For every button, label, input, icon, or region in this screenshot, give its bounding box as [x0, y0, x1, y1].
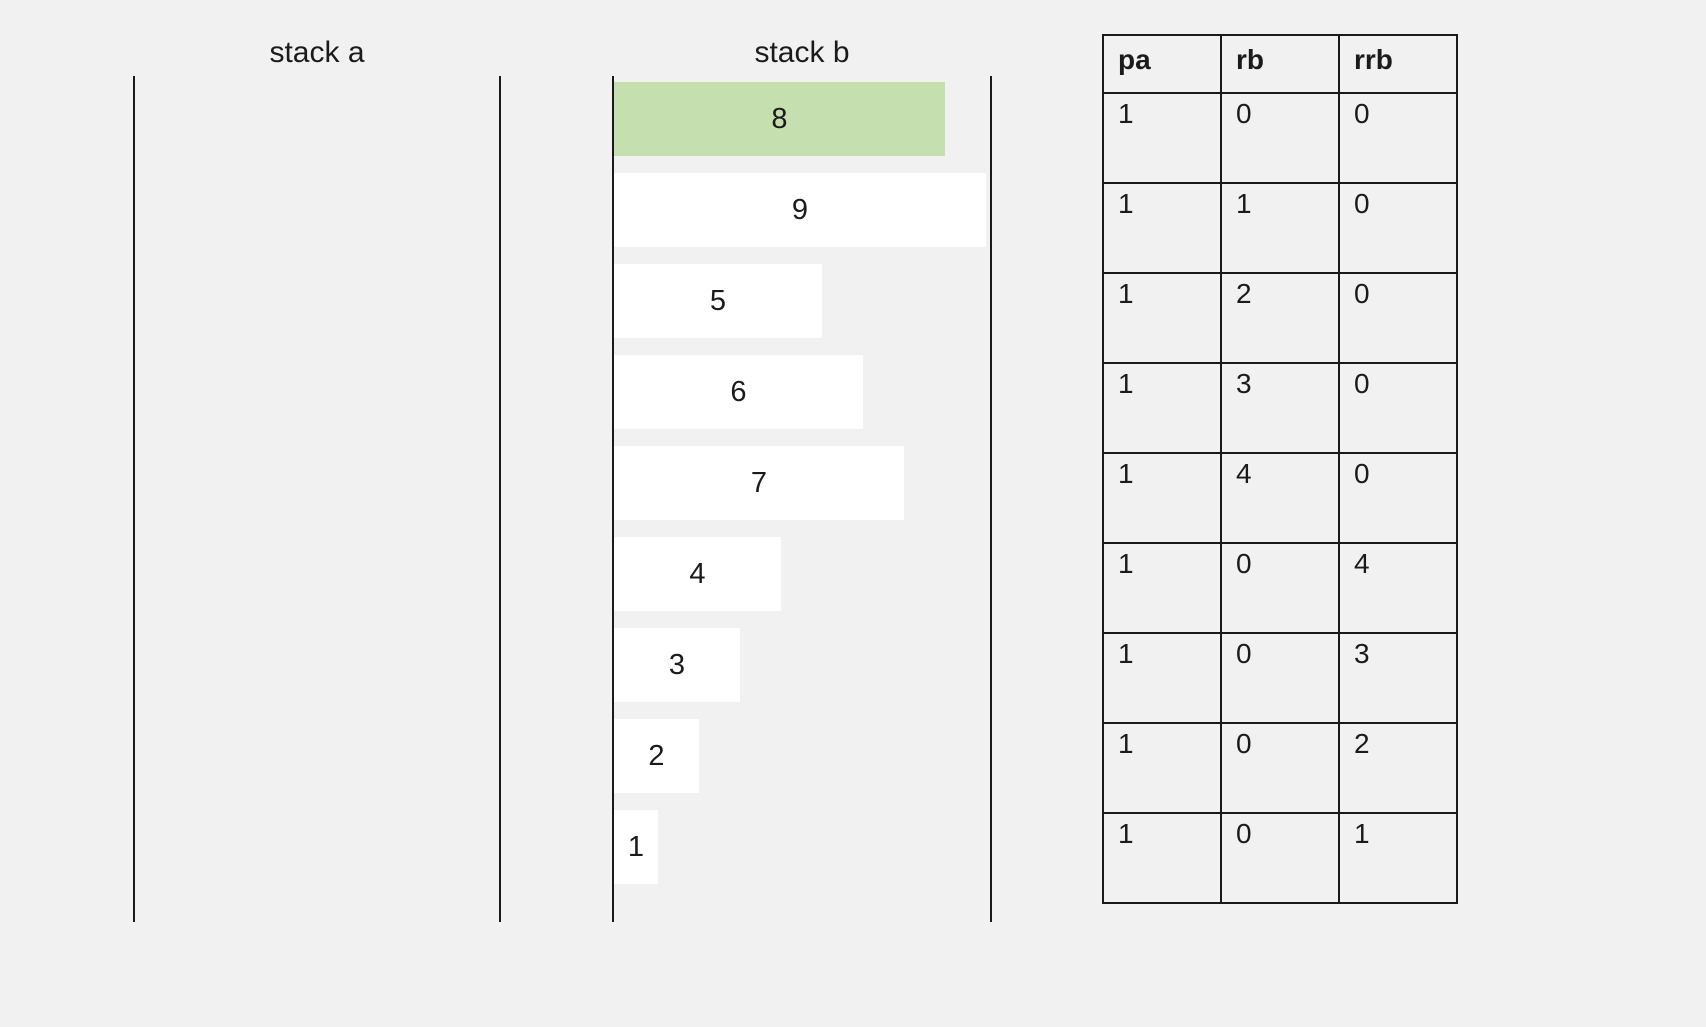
stack-a-title: stack a	[269, 36, 365, 69]
stack-block[interactable]: 7	[614, 446, 904, 520]
stack-block[interactable]: 4	[614, 537, 781, 611]
stack-b-title: stack b	[754, 36, 850, 69]
stack-block-value: 8	[771, 102, 788, 135]
table-cell: 2	[1220, 272, 1340, 364]
stack-block[interactable]: 8	[614, 82, 945, 156]
table-cell: 2	[1338, 722, 1458, 814]
table-cell: 0	[1220, 722, 1340, 814]
table-cell: 1	[1102, 182, 1222, 274]
stack-a-panel: stack a	[133, 38, 501, 922]
table-column-header: rrb	[1338, 34, 1458, 94]
table-cell: 4	[1220, 452, 1340, 544]
table-column-header: pa	[1102, 34, 1222, 94]
table-cell: 1	[1102, 92, 1222, 184]
table-cell: 1	[1102, 542, 1222, 634]
table-cell: 0	[1338, 182, 1458, 274]
table-cell: 1	[1102, 632, 1222, 724]
table-cell: 0	[1338, 362, 1458, 454]
table-cell: 0	[1338, 272, 1458, 364]
stack-block-value: 6	[730, 375, 747, 408]
table-cell: 3	[1220, 362, 1340, 454]
table-cell: 0	[1338, 92, 1458, 184]
stack-block-value: 2	[648, 739, 665, 772]
table-column-header: rb	[1220, 34, 1340, 94]
stack-block-value: 4	[689, 557, 706, 590]
stack-block[interactable]: 2	[614, 719, 699, 793]
stack-block[interactable]: 1	[614, 810, 658, 884]
stack-block-value: 9	[791, 193, 809, 226]
stack-b-frame: 8 9 5 6 7 4 3 2 1	[612, 76, 992, 922]
table-cell: 1	[1338, 812, 1458, 904]
stack-block[interactable]: 3	[614, 628, 740, 702]
table-cell: 0	[1220, 812, 1340, 904]
stack-block[interactable]: 6	[614, 355, 863, 429]
stack-block-value: 7	[750, 466, 768, 499]
table-cell: 0	[1220, 632, 1340, 724]
stack-block[interactable]: 9	[614, 173, 986, 247]
stack-block-value: 3	[668, 648, 686, 681]
table-cell: 3	[1338, 632, 1458, 724]
stack-b-items: 8 9 5 6 7 4 3 2 1	[614, 76, 990, 922]
table-cell: 0	[1220, 542, 1340, 634]
stack-a-items	[135, 76, 499, 922]
table-cell: 1	[1102, 272, 1222, 364]
table-cell: 0	[1220, 92, 1340, 184]
table-cell: 0	[1338, 452, 1458, 544]
stack-block-value: 1	[627, 830, 645, 863]
stack-b-panel: stack b 8 9 5 6 7 4 3 2 1	[612, 38, 992, 922]
stack-block[interactable]: 5	[614, 264, 822, 338]
table-cell: 1	[1102, 452, 1222, 544]
stack-a-frame	[133, 76, 501, 922]
table-cell: 1	[1220, 182, 1340, 274]
table-cell: 1	[1102, 812, 1222, 904]
stack-block-value: 5	[709, 284, 727, 317]
table-cell: 1	[1102, 722, 1222, 814]
table-cell: 1	[1102, 362, 1222, 454]
table-cell: 4	[1338, 542, 1458, 634]
